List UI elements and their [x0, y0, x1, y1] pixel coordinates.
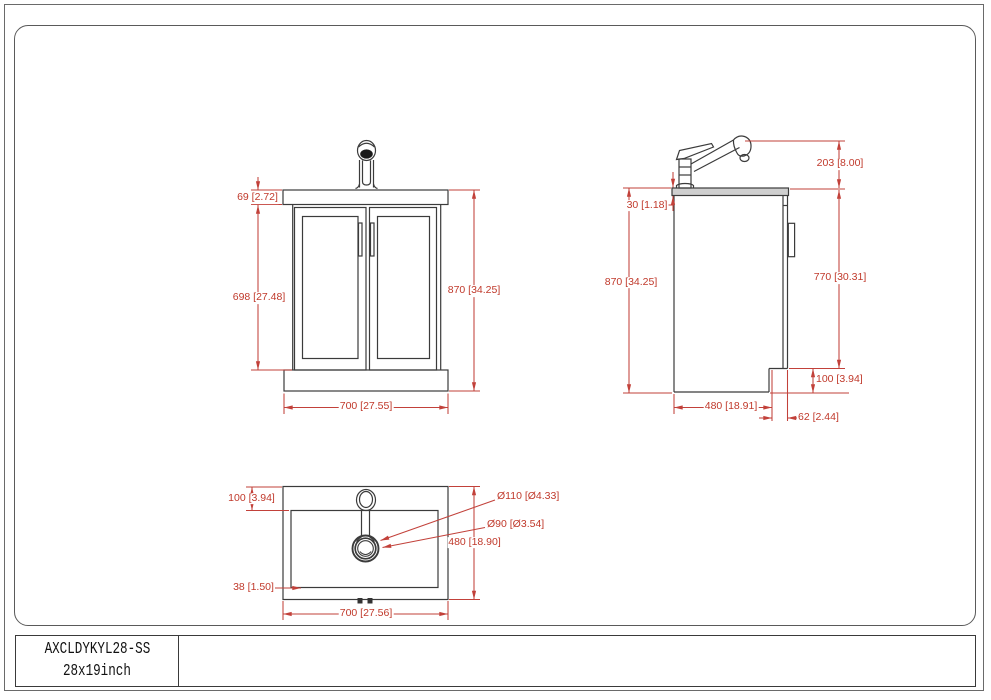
front-view-drawing	[282, 139, 449, 392]
front-plinth	[283, 369, 449, 392]
faucet-top	[355, 488, 377, 543]
title-block-model-cell: AXCLDYKYL28-SS 28x19inch	[16, 636, 179, 686]
sheet-inner-border	[14, 25, 976, 626]
dim-front-total-height: 870 [34.25]	[446, 284, 502, 297]
top-clip-right	[367, 598, 373, 604]
title-block: AXCLDYKYL28-SS 28x19inch	[15, 635, 976, 687]
dim-top-front-clearance: 38 [1.50]	[232, 580, 275, 594]
dim-side-total-height: 870 [34.25]	[603, 275, 659, 289]
dim-front-door-height: 698 [27.48]	[231, 291, 287, 304]
dim-side-depth: 480 [18.91]	[703, 400, 759, 413]
dimension-lines	[246, 140, 849, 620]
top-view-drawing	[282, 485, 449, 604]
sheet-outer-border	[4, 4, 984, 691]
dim-side-toekick-height: 100 [3.94]	[815, 373, 864, 386]
dim-top-drain-inner-diameter: Ø90 [Ø3.54]	[486, 518, 546, 531]
dim-top-width: 700 [27.56]	[338, 606, 394, 620]
side-view-drawing	[671, 135, 796, 393]
dim-front-counter-height: 69 [2.72]	[236, 191, 279, 204]
front-right-handle	[369, 222, 375, 257]
dim-side-faucet-height: 203 [8.00]	[815, 157, 865, 170]
model-number: AXCLDYKYL28-SS	[44, 640, 150, 659]
side-countertop	[671, 187, 790, 197]
front-right-door-panel	[376, 215, 431, 360]
side-door-handle	[787, 222, 796, 258]
front-left-door-panel	[301, 215, 359, 360]
dim-side-counter-thickness: 30 [1.18]	[625, 198, 669, 212]
dim-side-toekick-depth: 62 [2.44]	[797, 411, 840, 424]
front-right-door	[368, 206, 438, 371]
drain	[351, 534, 380, 563]
dim-top-back-clearance: 100 [3.94]	[227, 491, 276, 505]
dim-top-drain-outer-diameter: Ø110 [Ø4.33]	[496, 489, 561, 503]
title-block-empty-cell	[179, 636, 975, 686]
dim-front-width: 700 [27.55]	[338, 400, 394, 413]
front-left-door	[293, 206, 367, 371]
front-left-handle	[357, 222, 363, 257]
faucet-side	[675, 135, 752, 189]
dim-side-cabinet-height: 770 [30.31]	[812, 271, 868, 284]
dim-top-depth: 480 [18.90]	[447, 535, 502, 549]
top-counter-outline	[282, 485, 449, 601]
faucet-front	[355, 139, 378, 190]
size-label: 28x19inch	[63, 662, 131, 681]
top-basin-outline	[290, 509, 439, 589]
top-clip-left	[357, 598, 363, 604]
front-countertop	[282, 189, 449, 206]
